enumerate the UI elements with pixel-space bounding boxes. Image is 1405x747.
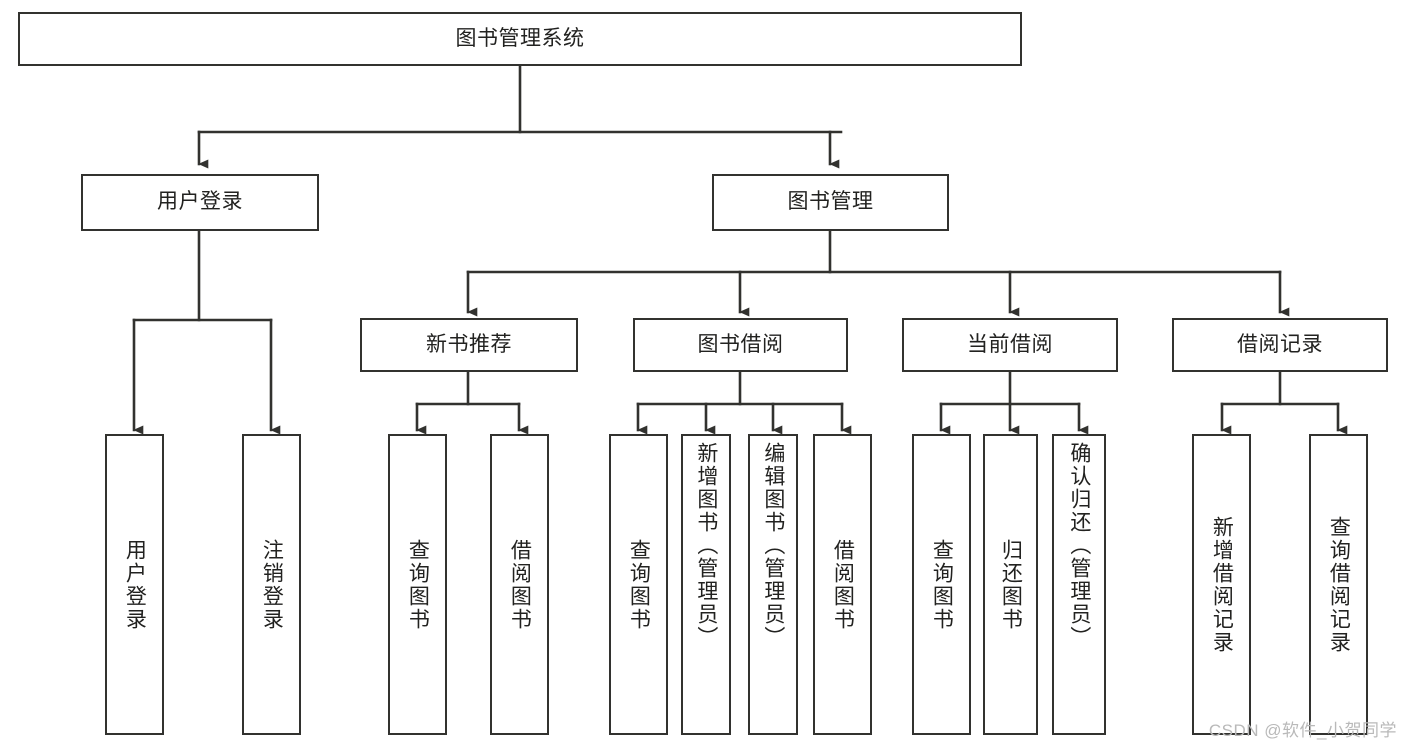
node-label: 确认归还（管理员） xyxy=(1067,442,1091,649)
node-label: 图书管理系统 xyxy=(455,26,585,50)
node-label: 图书管理 xyxy=(787,190,874,214)
leaf-edit-book-admin[interactable]: 编辑图书（管理员） xyxy=(748,434,798,735)
node-label: 查询借阅记录 xyxy=(1327,515,1351,654)
node-label: 归还图书 xyxy=(999,538,1023,631)
node-label: 借阅记录 xyxy=(1237,332,1323,356)
node-label: 图书借阅 xyxy=(697,332,784,356)
leaf-confirm-return-admin[interactable]: 确认归还（管理员） xyxy=(1052,434,1106,735)
node-label: 查询图书 xyxy=(930,538,954,631)
leaf-user-login[interactable]: 用户登录 xyxy=(105,434,164,735)
node-current-borrow[interactable]: 当前借阅 xyxy=(902,318,1118,372)
node-label: 当前借阅 xyxy=(967,332,1053,356)
node-label: 借阅图书 xyxy=(508,538,532,631)
node-label: 编辑图书（管理员） xyxy=(761,442,785,649)
node-book-management[interactable]: 图书管理 xyxy=(712,174,949,231)
node-book-borrow[interactable]: 图书借阅 xyxy=(633,318,848,372)
node-label: 新增借阅记录 xyxy=(1210,515,1234,654)
node-label: 查询图书 xyxy=(406,538,430,631)
leaf-query-book-current[interactable]: 查询图书 xyxy=(912,434,971,735)
leaf-query-book-borrow[interactable]: 查询图书 xyxy=(609,434,668,735)
leaf-borrow-book-recommend[interactable]: 借阅图书 xyxy=(490,434,549,735)
leaf-logout[interactable]: 注销登录 xyxy=(242,434,301,735)
node-label: 用户登录 xyxy=(157,190,243,214)
node-label: 查询图书 xyxy=(627,538,651,631)
watermark-text: CSDN @软件_小贺同学 xyxy=(1208,721,1397,740)
leaf-borrow-book[interactable]: 借阅图书 xyxy=(813,434,872,735)
node-user-login[interactable]: 用户登录 xyxy=(81,174,319,231)
node-new-book-recommend[interactable]: 新书推荐 xyxy=(360,318,578,372)
node-label: 用户登录 xyxy=(123,538,147,631)
node-root-book-management-system[interactable]: 图书管理系统 xyxy=(18,12,1022,66)
node-label: 借阅图书 xyxy=(831,538,855,631)
leaf-add-book-admin[interactable]: 新增图书（管理员） xyxy=(681,434,731,735)
leaf-return-book[interactable]: 归还图书 xyxy=(983,434,1038,735)
leaf-add-borrow-record[interactable]: 新增借阅记录 xyxy=(1192,434,1251,735)
leaf-query-book-recommend[interactable]: 查询图书 xyxy=(388,434,447,735)
node-label: 新增图书（管理员） xyxy=(694,442,718,649)
leaf-query-borrow-record[interactable]: 查询借阅记录 xyxy=(1309,434,1368,735)
node-label: 新书推荐 xyxy=(426,332,512,356)
node-borrow-records[interactable]: 借阅记录 xyxy=(1172,318,1388,372)
node-label: 注销登录 xyxy=(260,538,284,631)
